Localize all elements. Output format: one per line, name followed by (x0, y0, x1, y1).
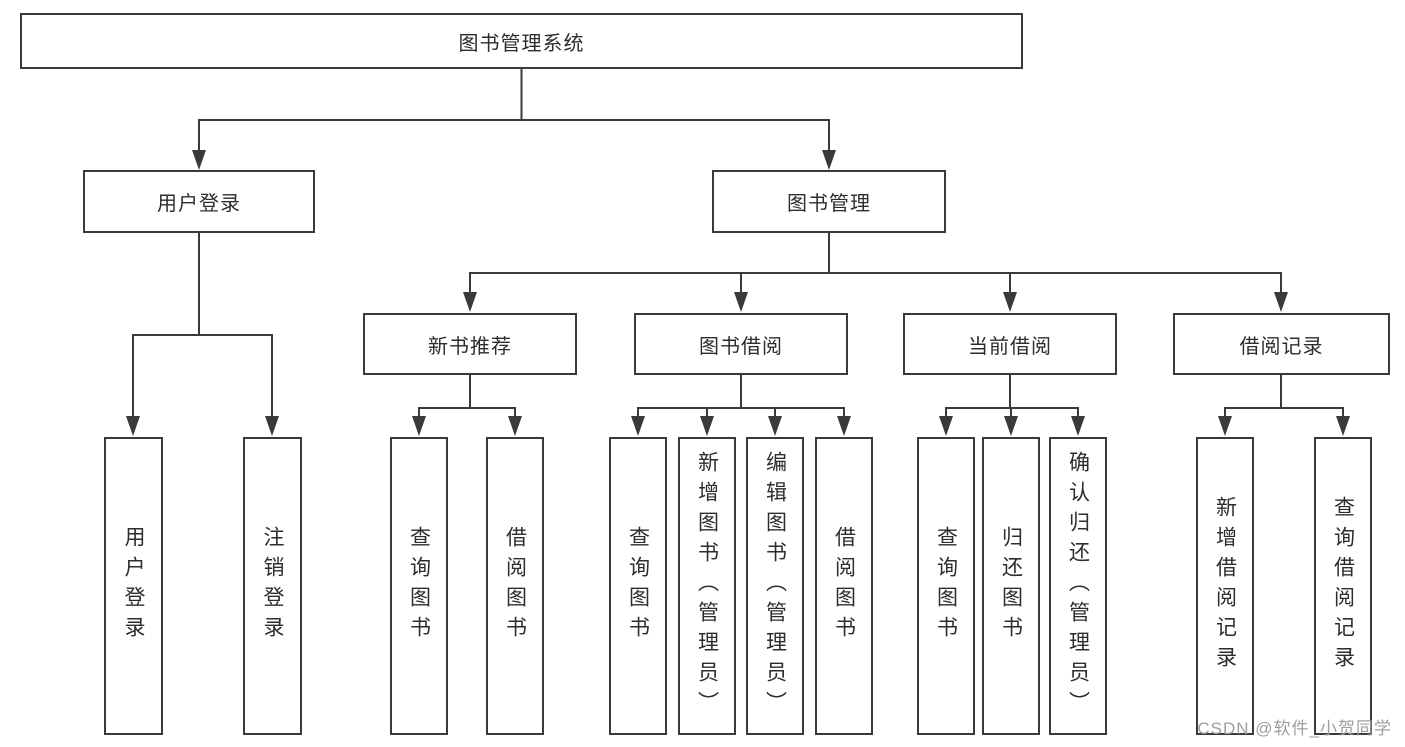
connector-root (198, 69, 830, 151)
leaf-borrow-books-borrowing: 借阅图书 (815, 437, 873, 735)
node-book-borrowing: 图书借阅 (634, 313, 848, 375)
leaf-query-books-borrowing-label: 查询图书 (626, 526, 650, 646)
arrowhead (768, 416, 782, 436)
node-current-borrowing-label: 当前借阅 (968, 335, 1052, 358)
leaf-logout: 注销登录 (243, 437, 302, 735)
arrowhead (192, 150, 206, 170)
arrowhead (837, 416, 851, 436)
leaf-add-borrowing-record-label: 新增借阅记录 (1213, 496, 1237, 676)
leaf-borrow-books-borrowing-label: 借阅图书 (832, 526, 856, 646)
node-book-management-label: 图书管理 (787, 193, 871, 215)
node-new-book-recommendation-label: 新书推荐 (428, 335, 512, 358)
arrowhead (939, 416, 953, 436)
node-library-management-system: 图书管理系统 (20, 13, 1023, 69)
leaf-query-borrowing-record: 查询借阅记录 (1314, 437, 1372, 735)
arrowhead (1071, 416, 1085, 436)
leaf-add-book-admin-label: 新增图书（管理员） (695, 451, 719, 721)
leaf-edit-book-admin-label: 编辑图书（管理员） (763, 451, 787, 721)
arrowhead (1274, 292, 1288, 312)
connector-borrowing-group (637, 375, 845, 418)
node-borrowing-records-label: 借阅记录 (1239, 335, 1324, 358)
leaf-query-books-current: 查询图书 (917, 437, 975, 735)
arrowhead (1336, 416, 1350, 436)
node-book-management: 图书管理 (712, 170, 946, 233)
leaf-add-book-admin: 新增图书（管理员） (678, 437, 736, 735)
connector-user-login-group (132, 233, 273, 417)
arrowhead (1003, 292, 1017, 312)
connector-book-management-row (469, 233, 1282, 294)
node-user-login-label: 用户登录 (157, 193, 241, 215)
leaf-borrow-books-recommendation: 借阅图书 (486, 437, 544, 735)
node-library-management-system-label: 图书管理系统 (458, 32, 585, 55)
node-user-login: 用户登录 (83, 170, 315, 233)
arrowhead (700, 416, 714, 436)
leaf-query-borrowing-record-label: 查询借阅记录 (1331, 496, 1355, 676)
arrowhead (412, 416, 426, 436)
arrowhead (1218, 416, 1232, 436)
leaf-query-books-recommendation-label: 查询图书 (407, 526, 431, 646)
arrowhead (734, 292, 748, 312)
leaf-confirm-return-admin: 确认归还（管理员） (1049, 437, 1107, 735)
leaf-edit-book-admin: 编辑图书（管理员） (746, 437, 804, 735)
leaf-add-borrowing-record: 新增借阅记录 (1196, 437, 1254, 735)
leaf-confirm-return-admin-label: 确认归还（管理员） (1066, 451, 1090, 721)
connector-recommendation-group (418, 375, 516, 418)
leaf-return-books-label: 归还图书 (999, 526, 1023, 646)
arrowhead (126, 416, 140, 436)
leaf-logout-label: 注销登录 (261, 526, 284, 646)
arrowhead (463, 292, 477, 312)
connector-current-group (945, 375, 1079, 418)
leaf-return-books: 归还图书 (982, 437, 1040, 735)
arrowhead (265, 416, 279, 436)
arrowhead (822, 150, 836, 170)
leaf-query-books-recommendation: 查询图书 (390, 437, 448, 735)
node-book-borrowing-label: 图书借阅 (699, 335, 783, 358)
leaf-query-books-current-label: 查询图书 (934, 526, 958, 646)
leaf-borrow-books-recommendation-label: 借阅图书 (503, 526, 527, 646)
tree-connectors (132, 69, 1344, 418)
leaf-user-login-label: 用户登录 (122, 526, 145, 646)
arrowhead (1004, 416, 1018, 436)
arrowhead (631, 416, 645, 436)
node-borrowing-records: 借阅记录 (1173, 313, 1390, 375)
watermark: CSDN @软件_小贺同学 (1197, 719, 1392, 738)
node-new-book-recommendation: 新书推荐 (363, 313, 577, 375)
leaf-query-books-borrowing: 查询图书 (609, 437, 667, 735)
connector-records-group (1224, 375, 1344, 418)
arrowheads (126, 150, 1350, 436)
arrowhead (508, 416, 522, 436)
node-current-borrowing: 当前借阅 (903, 313, 1117, 375)
leaf-user-login: 用户登录 (104, 437, 163, 735)
